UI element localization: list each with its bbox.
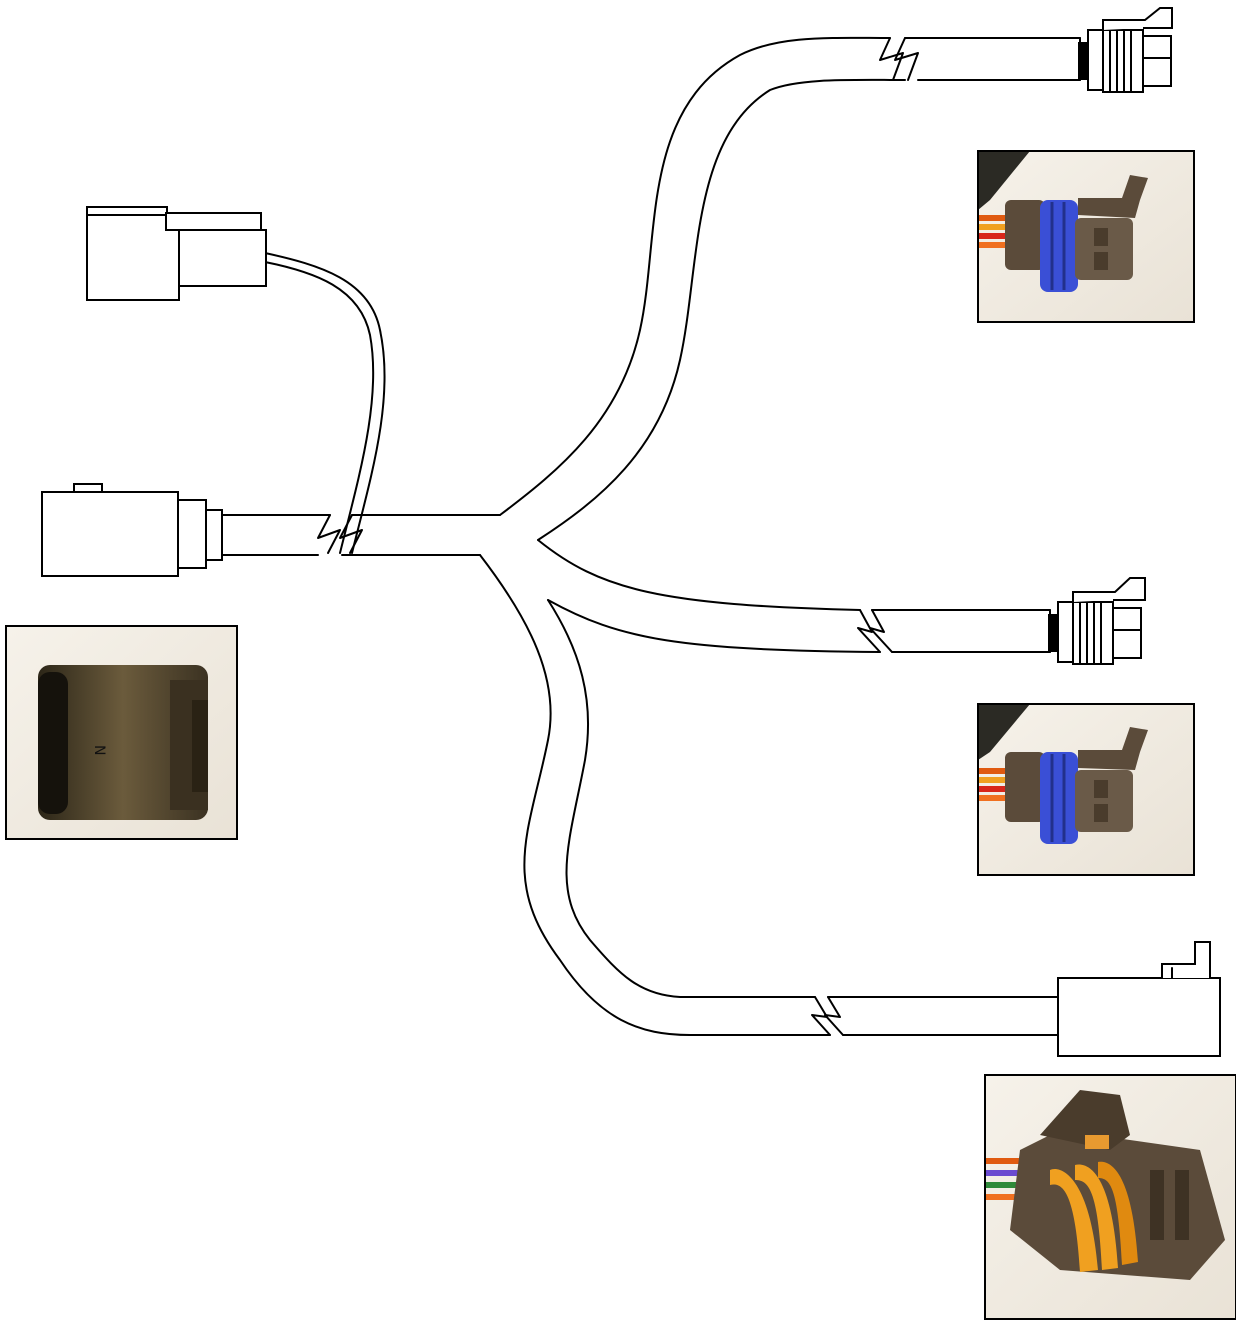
right-middle-connector <box>1048 577 1146 665</box>
photo-top-connector <box>977 150 1195 323</box>
photo-bottom-connector <box>984 1074 1236 1320</box>
harness-cable <box>221 36 1081 1036</box>
svg-text:N: N <box>91 745 107 755</box>
photo-middle-connector <box>977 703 1195 876</box>
right-top-connector <box>1078 7 1173 93</box>
photo-main-connector: N <box>5 625 238 840</box>
left-main-connector <box>41 483 223 577</box>
left-upper-connector <box>86 206 267 301</box>
right-bottom-connector <box>1057 941 1221 1057</box>
